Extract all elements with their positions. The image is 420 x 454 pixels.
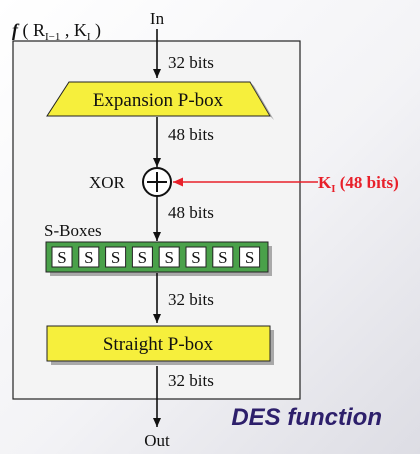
bits-label-expansion: 48 bits bbox=[168, 125, 214, 144]
expansion-pbox-label: Expansion P-box bbox=[93, 90, 224, 111]
bits-label-xor: 48 bits bbox=[168, 203, 214, 222]
sboxes-label: S-Boxes bbox=[44, 221, 102, 240]
sbox-cell: S bbox=[131, 246, 153, 268]
sbox-cell-label: S bbox=[191, 248, 200, 267]
bits-label-straight: 32 bits bbox=[168, 371, 214, 390]
function-signature-label: f ( RI−1 , KI ) bbox=[12, 20, 101, 43]
sbox-cell: S bbox=[78, 246, 100, 268]
output-label: Out bbox=[144, 431, 170, 450]
sbox-cell-label: S bbox=[164, 248, 173, 267]
sbox-cell-label: S bbox=[138, 248, 147, 267]
sbox-cell-label: S bbox=[218, 248, 227, 267]
sbox-cell: S bbox=[239, 246, 261, 268]
sbox-cell-label: S bbox=[245, 248, 254, 267]
bits-label-in: 32 bits bbox=[168, 53, 214, 72]
diagram-caption: DES function bbox=[231, 404, 382, 431]
bits-label-sboxes: 32 bits bbox=[168, 290, 214, 309]
sbox-cell: S bbox=[158, 246, 180, 268]
sbox-cell: S bbox=[105, 246, 127, 268]
straight-pbox bbox=[46, 325, 271, 362]
key-input-label: KI (48 bits) bbox=[318, 173, 399, 195]
xor-label: XOR bbox=[89, 173, 126, 192]
sbox-cell-label: S bbox=[111, 248, 120, 267]
expansion-pbox-shadow bbox=[250, 82, 274, 120]
straight-pbox-label: Straight P-box bbox=[103, 334, 214, 355]
xor-icon bbox=[142, 167, 172, 197]
sbox-cell-label: S bbox=[84, 248, 93, 267]
sbox-cell: S bbox=[212, 246, 234, 268]
sbox-cell-label: S bbox=[57, 248, 66, 267]
input-label: In bbox=[150, 9, 165, 28]
sbox-cell: S bbox=[51, 246, 73, 268]
sbox-cell: S bbox=[185, 246, 207, 268]
